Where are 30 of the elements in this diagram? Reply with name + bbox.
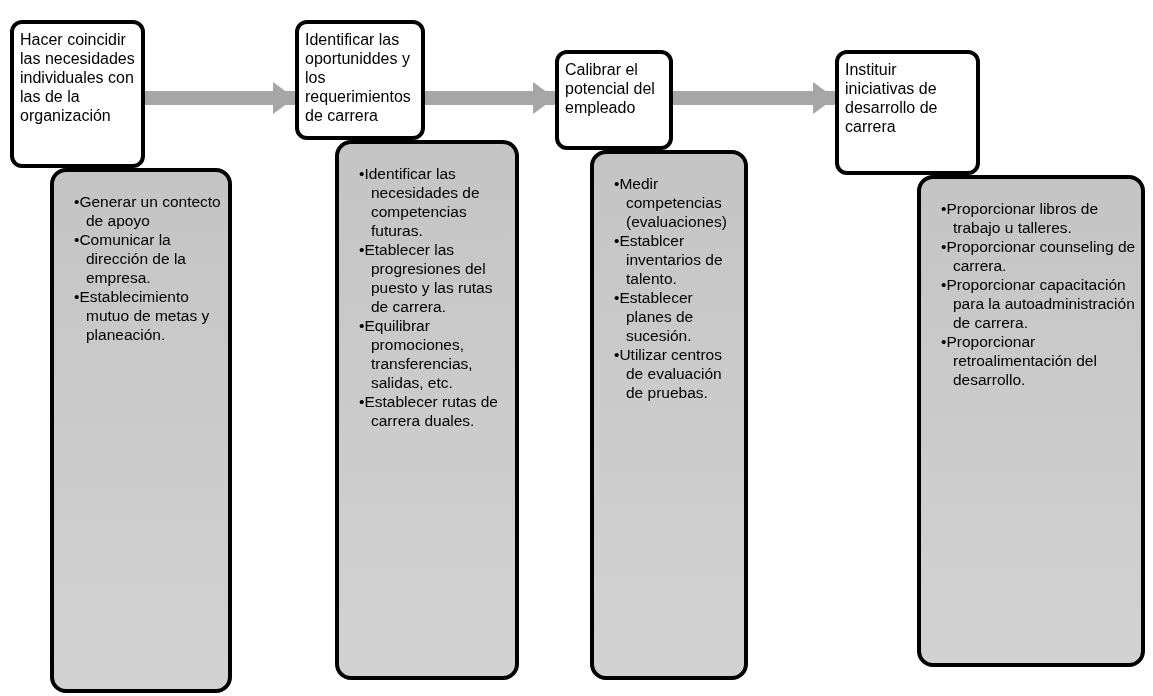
activity-box [917, 175, 1145, 667]
bullet-item: •Establcer inventarios de talento. [614, 231, 724, 288]
bullet-item: •Identificar las necesidades de competencias futuras. [359, 164, 481, 240]
bullet-item: •Medir competencias (evaluaciones) [614, 174, 728, 231]
activity-box [50, 168, 232, 693]
activity-box [590, 150, 748, 680]
bullet-item: •Establecimiento mutuo de metas y planeación. [74, 287, 211, 344]
bullet-item: •Establecer planes de sucesión. [614, 288, 695, 345]
bullet-item: •Comunicar la dirección de la empresa. [74, 230, 187, 287]
step-title: Identificar las oportuniddes y los requerimientos de carrera [305, 30, 412, 125]
bullet-item: •Proporcionar retroalimentación del desarrollo. [941, 332, 1098, 389]
step-title: Calibrar el potencial del empleado [565, 60, 656, 117]
step-title: Hacer coincidir las necesidades individuales con las de la organización [20, 30, 135, 125]
step-box [10, 20, 145, 168]
activity-box [335, 140, 519, 680]
bullet-item: •Etablecer las progresiones del puesto y las rutas de carrera. [359, 240, 494, 316]
block-arrow [673, 82, 835, 114]
bullet-item: •Proporcionar capacitación para la autoadministración de carrera. [941, 275, 1136, 332]
step-title: Instituir iniciativas de desarrollo de carrera [845, 60, 939, 136]
bullet-item: •Establecer rutas de carrera duales. [359, 392, 499, 430]
bullet-item: •Generar un contecto de apoyo [74, 192, 222, 230]
bullet-item: •Utilizar centros de evaluación de pruebas. [614, 345, 723, 402]
step-box [835, 50, 980, 175]
step-box [295, 20, 425, 140]
step-box [555, 50, 673, 150]
bullet-item: •Proporcionar counseling de carrera. [941, 237, 1137, 275]
bullet-item: •Equilibrar promociones, transferencias, salidas, etc. [359, 316, 474, 392]
block-arrow [425, 82, 555, 114]
bullet-item: •Proporcionar libros de trabajo u talleres. [941, 199, 1100, 237]
block-arrow [145, 82, 295, 114]
